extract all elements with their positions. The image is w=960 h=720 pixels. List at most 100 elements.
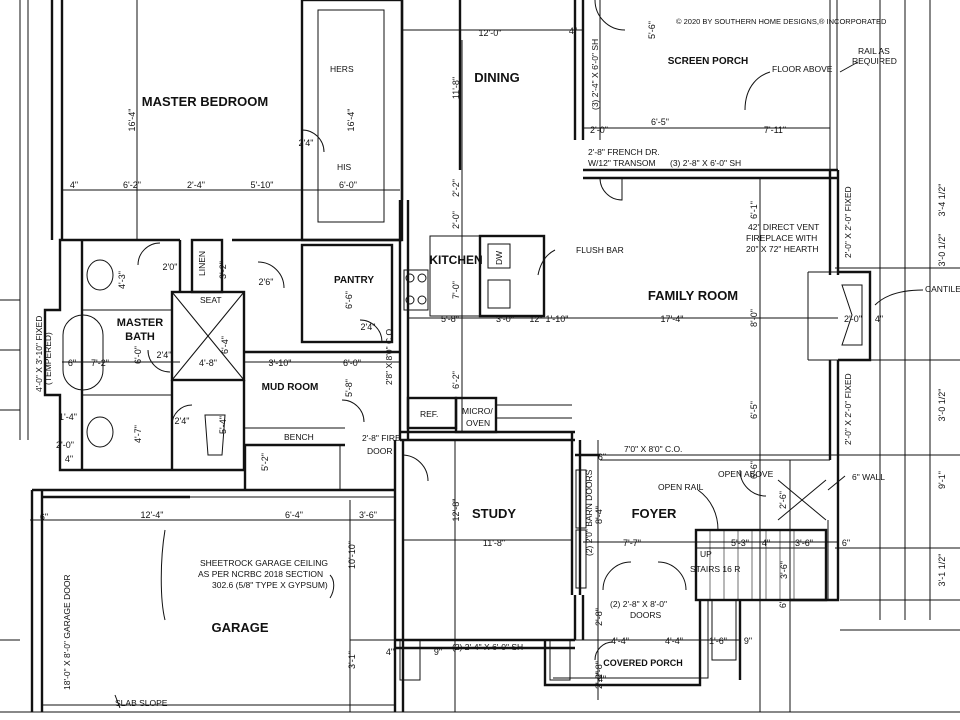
dim-4-foy: 4" [598,674,606,684]
copyright-note: © 2020 BY SOUTHERN HOME DESIGNS,® INCORP… [676,17,887,26]
door-swings [137,0,767,661]
dim-9-p: 9" [744,636,752,646]
note-up: UP [700,549,712,559]
dim-16-4-master: 16'-4" [127,109,137,132]
dim-4-fp: 4" [875,314,883,324]
dim-6-st: 6" [842,538,850,548]
note-master-window-1: 4'-0" X 3'-10" FIXED [34,316,44,392]
dim-12-8: 12'-8" [451,499,461,522]
note-fire-door-1: 2'-8" FIRE [362,433,401,443]
room-pantry: PANTRY [334,275,374,286]
dim-2-0-lin: 2'0" [163,262,178,272]
dim-5-8-mud: 5'-8" [344,379,354,397]
dim-6-2-k: 6'-2" [451,371,461,389]
room-study: STUDY [472,506,516,521]
dim-1-10: 1'-10" [546,314,569,324]
dimension-labels: 12'-0" 4" 5'-6" 11'-8" 16'-4" 16'-4" 2'4… [40,21,947,689]
dim-2-4-mb: 2'-4" [187,180,205,190]
dim-6-mb: 6" [68,358,76,368]
dim-4-3: 4'-3" [117,271,127,289]
note-stairs: STAIRS 16 R [690,564,740,574]
dim-2-8-p: 2'-8" [594,608,604,626]
dim-2-6: 2'6" [259,277,274,287]
room-foyer: FOYER [632,506,677,521]
note-window-fixed-top: 2'-0" X 2'-0" FIXED [843,186,853,258]
dim-8-4: 8'-4" [594,506,604,524]
dim-4-8: 4'-8" [199,358,217,368]
dim-5-10: 5'-10" [251,180,274,190]
dim-2-4-pantry: 2'4" [361,322,376,332]
dim-2-2: 2'-2" [451,179,461,197]
dim-4-4-b: 4'-4" [665,636,683,646]
dim-6-1: 6'-1" [749,201,759,219]
dim-3-1-half: 3'-1 1/2" [937,554,947,587]
note-slab-slope: SLAB SLOPE [115,698,168,708]
note-co-opening: 7'0" X 8'0" C.O. [624,444,682,454]
dim-6-ga: 6" [40,512,48,522]
room-mud-room: MUD ROOM [262,382,319,393]
dim-5-8-k: 5'-8" [441,314,459,324]
label-micro-2: OVEN [466,418,490,428]
note-open-above: OPEN ABOVE [718,469,774,479]
dim-12-4: 12'-4" [141,510,164,520]
note-french-2: W/12" TRANSOM [588,158,656,168]
note-french-1: 2'-8" FRENCH DR. [588,147,660,157]
dim-12-0: 12'-0" [479,28,502,38]
dim-2-8-fs: 2'-8" [594,661,604,679]
dim-9-1: 9'-1" [937,471,947,489]
dim-3-6-ga: 3'-6" [359,510,377,520]
dim-6-4-ga: 6'-4" [285,510,303,520]
room-screen-porch: SCREEN PORCH [668,56,749,67]
room-master-bedroom: MASTER BEDROOM [142,94,268,109]
note-garage-door: 18'-0" X 8'-0" GARAGE DOOR [62,574,72,690]
dim-4-7: 4'-7" [133,425,143,443]
room-his: HIS [337,162,352,172]
dim-3-10: 3'-10" [269,358,292,368]
dim-11-8-study: 11'-8" [483,538,505,548]
dim-6-2: 6'-2" [123,180,141,190]
dim-2-0-st: 2'-0" [594,671,604,689]
dim-2-4-wc: 2'4" [175,416,190,426]
dim-6-5-fam: 6'-5" [749,401,759,419]
dim-11-8-dining: 11'-8" [451,77,461,99]
label-micro-1: MICRO/ [462,406,493,416]
dim-2-0-porch: 2'-0" [590,125,608,135]
dim-9-study: 9" [434,647,442,657]
dim-6-0-mud: 6'-0" [343,358,361,368]
note-garage-ceiling-2: AS PER NCRBC 2018 SECTION [198,569,323,579]
dim-6-foy: 6" [598,452,606,462]
note-6-wall: 6" WALL [852,472,885,482]
dim-4-bot: 4" [65,454,73,464]
room-master-bath-2: BATH [125,331,155,343]
dim-1-6: 1'-6" [709,636,727,646]
dim-6-4-sh: 6'-4" [220,336,230,354]
dim-3-0-k: 3'-0" [496,314,514,324]
note-fireplace-3: 20" X 72" HEARTH [746,244,819,254]
note-garage-ceiling-1: SHEETROCK GARAGE CEILING [200,558,328,568]
dim-4-st: 4" [762,538,770,548]
dim-6-0-mb: 6'-0" [133,346,143,364]
note-open-rail: OPEN RAIL [658,482,704,492]
room-garage: GARAGE [211,620,268,635]
dim-10-10: 10'-10" [347,541,357,569]
dim-6-6: 6'-6" [344,291,354,309]
note-screen-sh: (3) 2'-8" X 6'-0" SH [670,158,741,168]
dim-2-0-fp: 2'-0" [844,314,862,324]
dim-1-4: 1'-4" [59,412,77,422]
label-dw: DW [494,251,504,265]
dim-4-4-a: 4'-4" [611,636,629,646]
dim-6-5-porch: 6'-5" [651,117,669,127]
plan-notes: © 2020 BY SOUTHERN HOME DESIGNS,® INCORP… [34,17,960,708]
dim-16-4-closet: 16'-4" [346,109,356,132]
note-barn-doors: (2) 2'0" BARN DOORS [584,469,594,556]
dim-8-0-fam: 8'-0" [749,309,759,327]
dim-5-4: 5'-4" [218,416,228,434]
room-dining: DINING [474,70,520,85]
dim-7-2: 7'-2" [91,358,109,368]
dim-7-7: 7'-7" [623,538,641,548]
dim-2-0-tub: 2'-0" [56,440,74,450]
dim-5-2: 5'-2" [260,453,270,471]
note-flush-bar: FLUSH BAR [576,245,624,255]
dim-5-6: 5'-6" [647,21,657,39]
dim-6-6-st: 6'-6" [749,461,759,479]
